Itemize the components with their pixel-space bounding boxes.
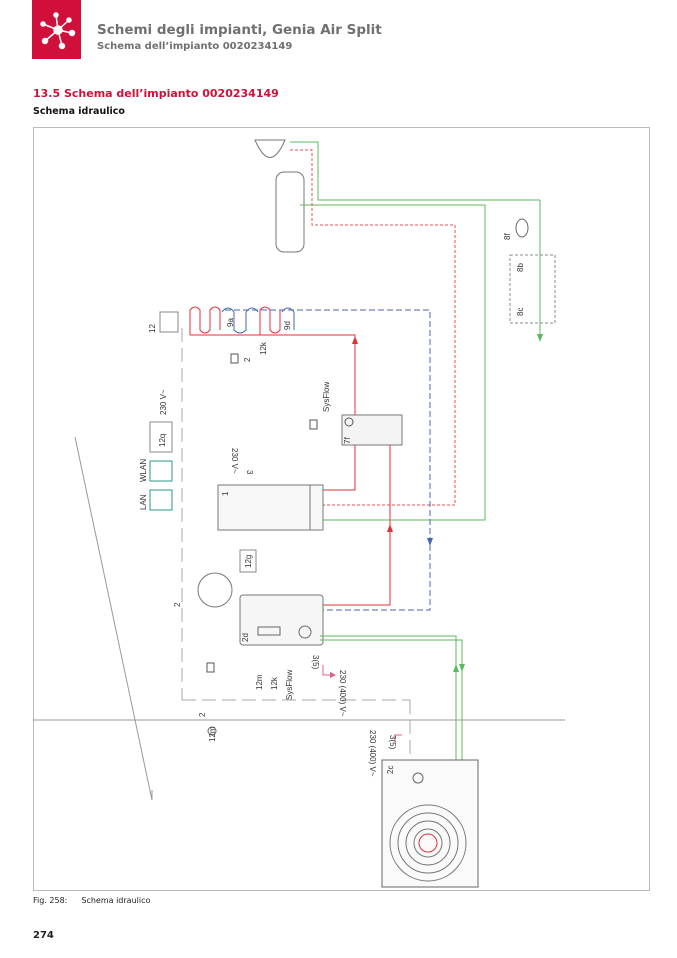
gateway-box [149, 421, 173, 453]
label-35-out: 3(5) [388, 735, 397, 750]
outdoor-unit [381, 759, 479, 888]
label-8b: 8b [516, 263, 525, 272]
label-2d: 2d [241, 633, 250, 642]
figure-number: Fig. 258: [33, 896, 68, 905]
figure-text: Schema idraulico [81, 896, 151, 905]
outdoor-sensor-icon [207, 726, 217, 736]
label-2-b: 2 [173, 602, 182, 607]
label-230-400: 230 (400) V~ [338, 670, 347, 717]
label-12m: 12m [255, 674, 264, 690]
label-2: 2 [243, 357, 252, 362]
refrigerant-lines [320, 635, 463, 760]
label-wlan: WLAN [139, 459, 148, 482]
ground-line [74, 436, 153, 801]
expansion-vessel-icon [515, 218, 529, 238]
label-8c: 8c [516, 308, 525, 316]
header-subtitle: Schema dell’impianto 0020234149 [97, 41, 293, 52]
section-subtitle: Schema idraulico [33, 106, 125, 117]
figure-caption: Fig. 258: Schema idraulico [33, 896, 164, 905]
label-lan: LAN [139, 494, 148, 510]
sysflow-module [341, 414, 403, 446]
label-3: 3 [245, 470, 254, 475]
heating-return-line [225, 309, 431, 545]
label-230-400-out: 230 (400) V~ [368, 730, 377, 777]
bus-icon [230, 353, 239, 364]
label-12g: 12g [244, 555, 253, 568]
washbasin-icon [254, 139, 286, 158]
label-sysflow-b: SysFlow [285, 670, 294, 700]
label-12m-sensor: 12m [208, 726, 217, 742]
dhw-cylinder [217, 484, 324, 531]
label-1: 1 [221, 491, 230, 496]
label-2-c: 2 [198, 712, 207, 717]
label-2c: 2c [386, 766, 395, 774]
bus-icon [206, 662, 215, 673]
diagram-frame [33, 127, 650, 891]
remote-control-box [239, 549, 257, 573]
label-sysflow: SysFlow [322, 382, 331, 412]
bus-cables [181, 328, 411, 760]
label-9a: 9a [226, 318, 235, 327]
network-nodes-icon [32, 0, 81, 59]
indoor-unit [239, 594, 324, 646]
label-12k-b: 12k [270, 676, 279, 690]
header-title: Schemi degli impianti, Genia Air Split [97, 22, 382, 38]
bus-icon [309, 419, 318, 430]
thermostat-icon [159, 311, 179, 333]
pump-icon [344, 417, 354, 427]
label-230v: 230 V~ [159, 389, 168, 415]
bathtub-icon [275, 171, 305, 253]
lan-icon [149, 489, 173, 511]
fan-icon [389, 804, 467, 882]
detail-circle [197, 572, 233, 608]
label-9d: 9d [283, 321, 292, 330]
heating-flow-line [190, 334, 356, 415]
label-8f: 8f [503, 233, 512, 240]
label-230v-cyl: 230 V~ [230, 448, 239, 474]
safety-group [509, 254, 556, 324]
wlan-icon [149, 460, 173, 482]
section-title: 13.5 Schema dell’impianto 0020234149 [33, 87, 279, 100]
label-7f: 7f [343, 437, 352, 444]
page-number: 274 [33, 930, 54, 941]
label-12: 12 [148, 324, 157, 333]
label-12q: 12q [158, 434, 167, 447]
underfloor-heating-circuit [189, 306, 281, 335]
label-12k: 12k [259, 341, 268, 355]
label-35: 3(5) [311, 655, 320, 670]
